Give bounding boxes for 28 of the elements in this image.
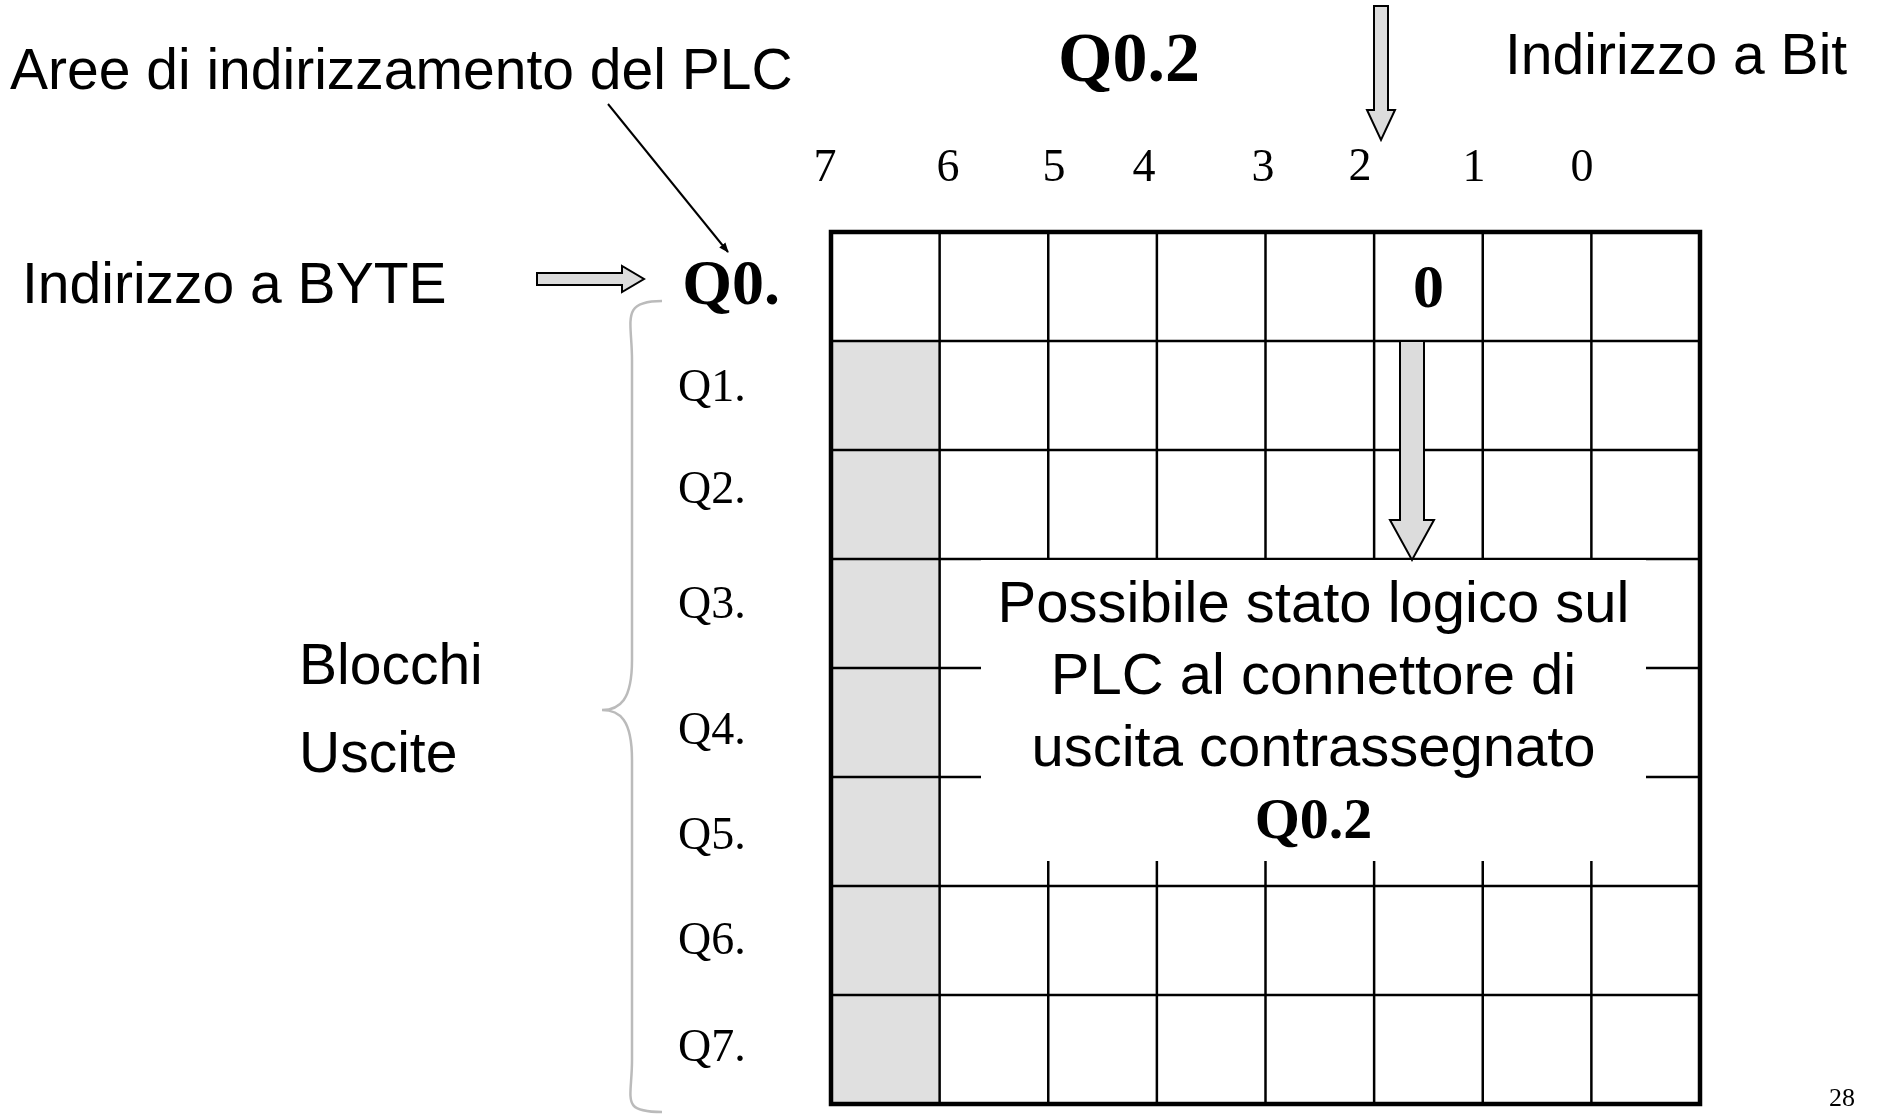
byte-address: Q3. (678, 576, 746, 629)
byte-address: Q1. (678, 359, 746, 412)
bit-number: 5 (1042, 138, 1066, 192)
bit-value: 0 (1412, 250, 1444, 322)
annotation-text: Indirizzo a BYTE (22, 251, 447, 317)
leader-line (607, 103, 729, 253)
byte-address: Q4. (678, 702, 746, 755)
block-arrow (1365, 5, 1397, 143)
byte-address: Q5. (678, 807, 746, 860)
annotation-text: Indirizzo a Bit (1505, 22, 1848, 88)
byte-address: Q0. (682, 246, 780, 320)
byte-address: Q7. (678, 1019, 746, 1072)
annotation-text: Aree di indirizzamento del PLC (10, 37, 793, 103)
block-arrow (536, 264, 646, 294)
description-text: Possibile stato logico sul PLC al connettore di uscita contrassegnato Q0.2 (996, 568, 1631, 853)
bit-number: 0 (1570, 138, 1594, 192)
bit-number: 7 (813, 138, 837, 192)
byte-address: Q6. (678, 912, 746, 965)
title: Q0.2 (1058, 18, 1200, 98)
bit-number: 6 (936, 138, 960, 192)
page-number: 28 (1829, 1083, 1855, 1113)
byte-address: Q2. (678, 461, 746, 514)
bit-number: 1 (1462, 138, 1486, 192)
bit-number: 2 (1348, 138, 1372, 192)
group-label: Blocchi Uscite (299, 631, 484, 786)
bit-number: 3 (1251, 138, 1275, 192)
bit-number: 4 (1132, 138, 1156, 192)
block-arrow (1388, 340, 1436, 563)
